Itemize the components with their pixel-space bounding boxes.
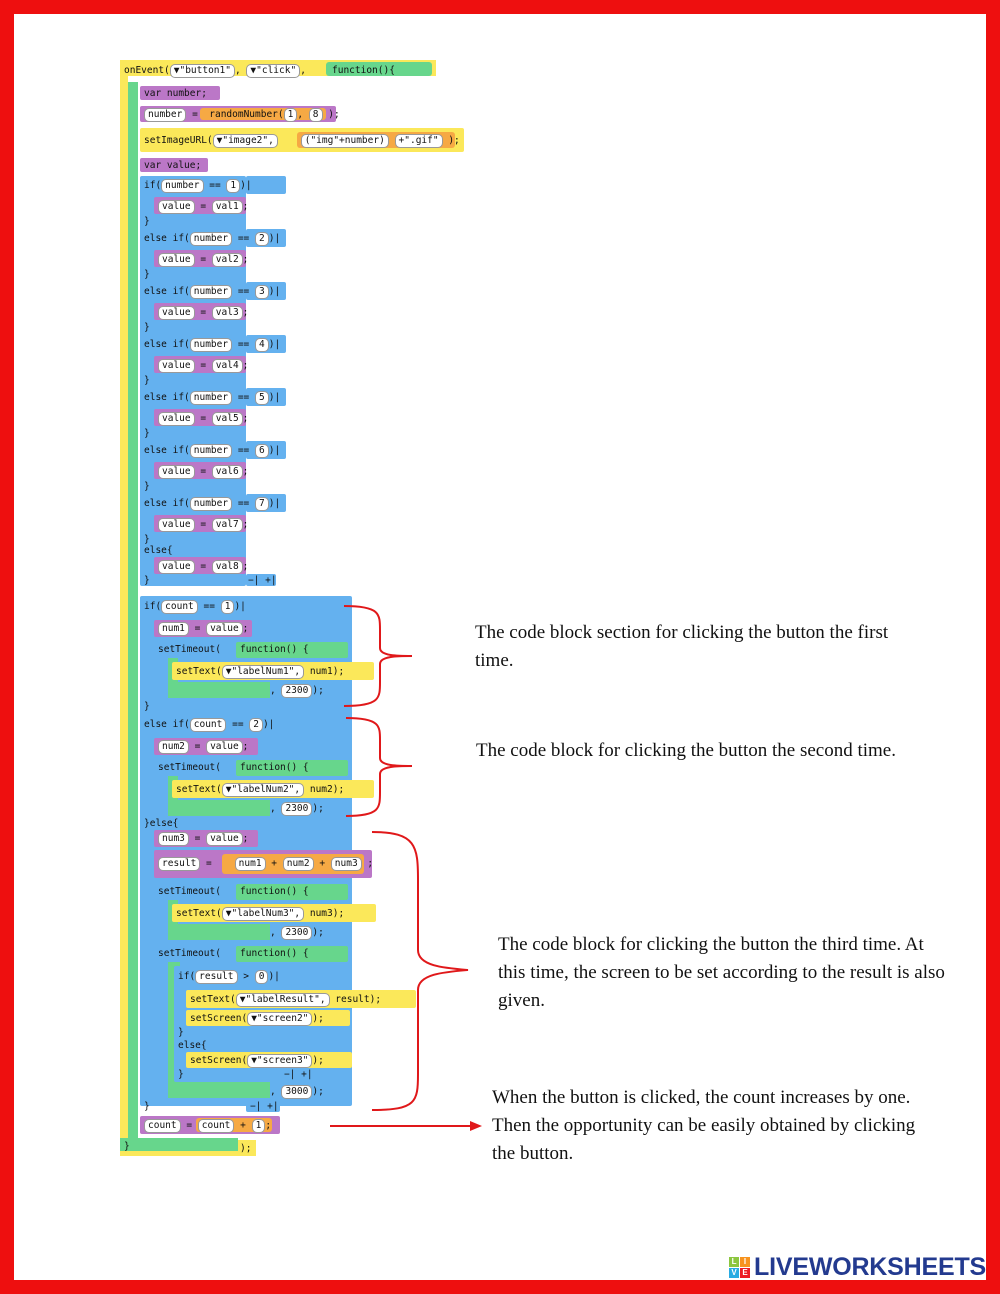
timeout3-line: setTimeout(function() {	[158, 886, 309, 897]
brace-third-time	[371, 831, 469, 1111]
num1-line: num1 = value;	[158, 622, 248, 636]
close-brace: }	[144, 375, 150, 386]
caption-first-time: The code block section for clicking the …	[475, 622, 889, 671]
settext-result-line: setText(▼"labelResult", result);	[190, 993, 382, 1007]
plus-minus-control[interactable]: −| +|	[248, 575, 277, 586]
else-value-line: value = val8;	[158, 560, 248, 574]
close-brace: }	[144, 1101, 150, 1112]
liveworksheets-logo: L I V E LIVEWORKSHEETS	[729, 1253, 986, 1282]
settext3-line: setText(▼"labelNum3", num3);	[176, 907, 345, 921]
count-if1-line: if(count == 1)|	[144, 600, 246, 614]
close-brace: }	[144, 481, 150, 492]
setscreen3-line: setScreen(▼"screen3");	[190, 1054, 324, 1068]
value-assign-line: value = val5;	[158, 412, 248, 426]
caption-second-time: The code block for clicking the button t…	[476, 740, 896, 761]
setimage-line: setImageURL(▼"image2", ("img"+number) +"…	[144, 134, 460, 148]
result-if-line: if(result > 0)|	[178, 970, 280, 984]
delay1-line: , 2300);	[270, 684, 324, 698]
plus-minus-control[interactable]: −| +|	[250, 1101, 279, 1112]
event-id-dropdown[interactable]: ▼"button1"	[169, 64, 235, 78]
caption-third-time: The code block for clicking the button t…	[498, 934, 945, 1011]
onevent-left-rail	[120, 60, 128, 1156]
setscreen2-line: setScreen(▼"screen2");	[190, 1012, 324, 1026]
logo-grid-icon: L I V E	[729, 1257, 751, 1278]
settext1-line: setText(▼"labelNum1", num1);	[176, 665, 345, 679]
num2-line: num2 = value;	[158, 740, 248, 754]
delay4-line: , 3000);	[270, 1085, 324, 1099]
value-assign-line: value = val6;	[158, 465, 248, 479]
value-assign-line: value = val3;	[158, 306, 248, 320]
brace-first-time	[343, 605, 413, 707]
close-brace: }	[178, 1027, 184, 1038]
else2-line: else{	[178, 1040, 207, 1051]
if-condition-line: else if(number == 6)|	[144, 444, 281, 458]
var-number-line: var number;	[144, 88, 207, 99]
caption-count: When the button is clicked, the count in…	[492, 1087, 916, 1164]
if-condition-line: else if(number == 2)|	[144, 232, 281, 246]
count-if2-line: else if(count == 2)|	[144, 718, 275, 732]
close-brace: }	[144, 322, 150, 333]
function-left-rail	[128, 82, 138, 1142]
close-brace: }	[144, 534, 150, 545]
settext2-line: setText(▼"labelNum2", num2);	[176, 783, 345, 797]
plus-minus-control[interactable]: −| +|	[284, 1069, 313, 1080]
close-brace: }	[144, 269, 150, 280]
number-assign-line: number = randomNumber(1, 8 );	[144, 108, 340, 122]
delay3-line: , 2300);	[270, 926, 324, 940]
arrow-head	[470, 1121, 482, 1131]
if-chain-block	[140, 176, 246, 586]
else-brace-line: }else{	[144, 818, 179, 829]
if-condition-line: else if(number == 5)|	[144, 391, 281, 405]
event-type-dropdown[interactable]: ▼"click"	[246, 64, 301, 78]
onevent-line: onEvent(▼"button1", ▼"click", function()…	[124, 64, 395, 78]
value-assign-line: value = val7;	[158, 518, 248, 532]
brace-second-time	[345, 717, 413, 817]
timeout4-line: setTimeout(function() {	[158, 948, 309, 959]
count-inc-line: count = count + 1;	[144, 1119, 271, 1133]
result-assign-line: result = num1 + num2 + num3 ;	[158, 857, 373, 871]
else-line: else{	[144, 545, 173, 556]
value-assign-line: value = val2;	[158, 253, 248, 267]
timeout2-line: setTimeout(function() {	[158, 762, 309, 773]
if-condition-line: else if(number == 7)|	[144, 497, 281, 511]
if-condition-line: else if(number == 3)|	[144, 285, 281, 299]
timeout1-line: setTimeout(function() {	[158, 644, 309, 655]
if-condition-line: else if(number == 4)|	[144, 338, 281, 352]
close-brace: }	[144, 216, 150, 227]
end-line: );	[240, 1143, 252, 1154]
close-brace: }	[144, 701, 150, 712]
num3-line: num3 = value;	[158, 832, 248, 846]
var-value-line: var value;	[144, 160, 202, 171]
logo-text: LIVEWORKSHEETS	[754, 1253, 986, 1281]
value-assign-line: value = val1;	[158, 200, 248, 214]
close-brace: }	[124, 1141, 130, 1152]
close-brace: }	[178, 1069, 184, 1080]
delay2-line: , 2300);	[270, 802, 324, 816]
close-brace: }	[144, 575, 150, 586]
value-assign-line: value = val4;	[158, 359, 248, 373]
if-condition-line: if(number == 1)|	[144, 179, 252, 193]
close-brace: }	[144, 428, 150, 439]
